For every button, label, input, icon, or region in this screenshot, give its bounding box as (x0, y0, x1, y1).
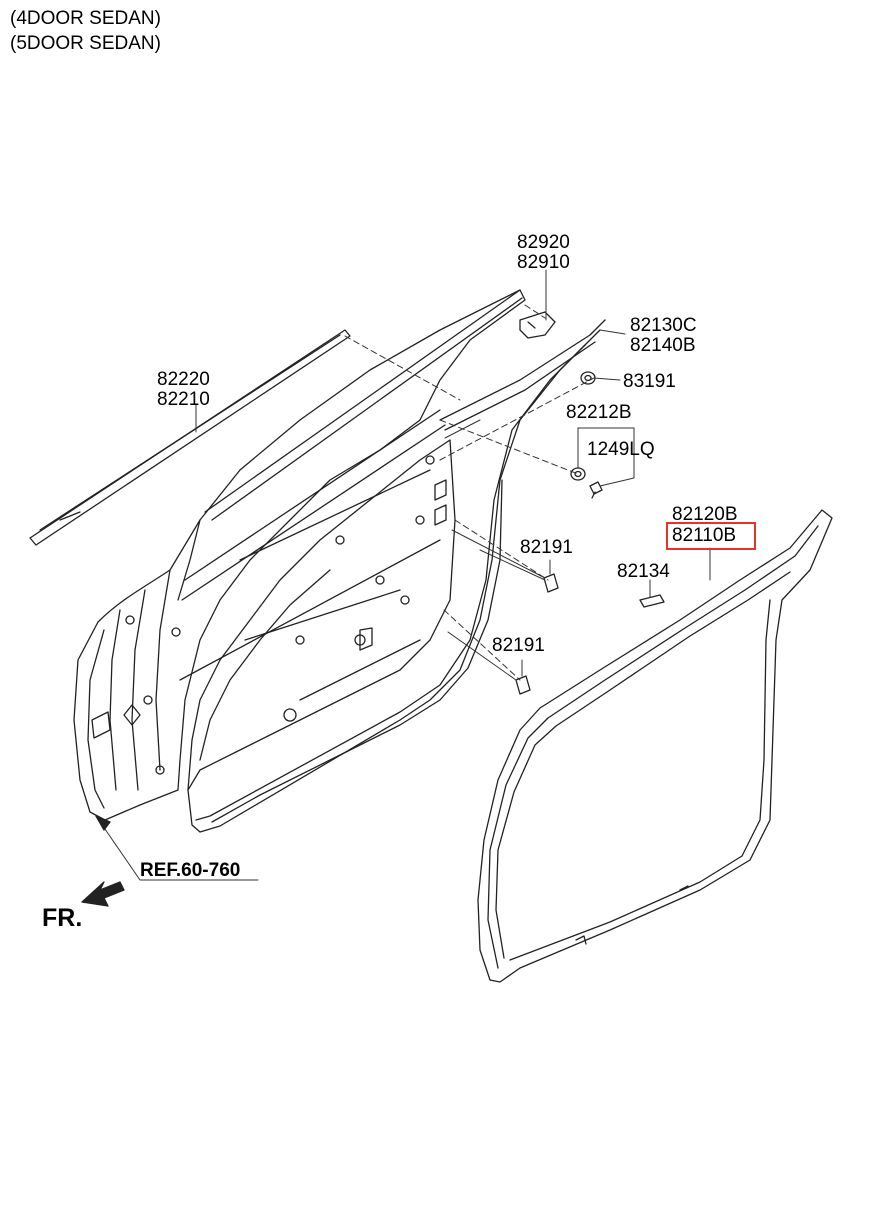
clip-82134 (639, 594, 665, 608)
belt-moulding (29, 329, 351, 546)
highlight-box-82110B (666, 522, 756, 550)
label-82920: 82920 (517, 232, 570, 253)
label-82130C: 82130C (630, 315, 697, 336)
label-83191: 83191 (623, 371, 676, 392)
bumper-82191-lower (515, 675, 531, 695)
door-frame-weatherstrip (211, 319, 606, 823)
label-82210: 82210 (157, 389, 210, 410)
label-82212B: 82212B (566, 402, 632, 423)
variant-4door: (4DOOR SEDAN) (10, 8, 161, 29)
label-82110B[interactable]: 82110B (672, 525, 737, 546)
grommet-83191 (580, 371, 596, 385)
variant-5door: (5DOOR SEDAN) (10, 33, 161, 54)
fastener-82212B (570, 467, 586, 481)
label-82134: 82134 (617, 561, 670, 582)
screw-1249LQ (589, 481, 603, 499)
label-82120B: 82120B (672, 504, 738, 525)
inner-door-frame (179, 329, 601, 833)
reference-label: REF.60-760 (140, 860, 241, 881)
dashed-guides (344, 304, 595, 681)
body-weatherstrip (477, 509, 833, 983)
leader-lines (95, 269, 711, 881)
fr-arrow-icon (81, 881, 125, 907)
label-82220: 82220 (157, 369, 210, 390)
label-82910: 82910 (517, 252, 570, 273)
label-82191-upper: 82191 (520, 537, 573, 558)
bumper-82191-upper (543, 573, 559, 593)
outer-door-panel (73, 289, 526, 821)
label-82191-lower: 82191 (492, 635, 545, 656)
clip-82920 (519, 311, 556, 339)
label-1249LQ: 1249LQ (587, 439, 655, 460)
label-82140B: 82140B (630, 335, 696, 356)
front-direction-label: FR. (42, 904, 83, 932)
ref-arrow (95, 815, 111, 831)
